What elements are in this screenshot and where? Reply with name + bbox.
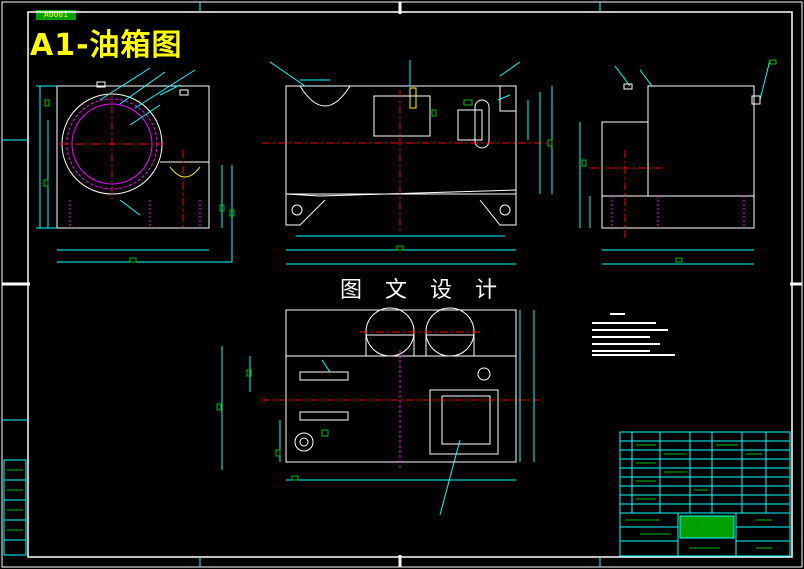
watermark-text: 图 文 设 计	[340, 278, 505, 303]
top-view	[216, 307, 540, 516]
front-view	[262, 60, 553, 265]
sheet-badge: A0001	[36, 10, 76, 20]
side-view-left	[36, 67, 235, 263]
title-block	[619, 431, 791, 557]
side-view-right	[579, 59, 777, 265]
drawing-title: A1-油箱图	[30, 28, 183, 63]
technical-notes	[592, 313, 675, 356]
